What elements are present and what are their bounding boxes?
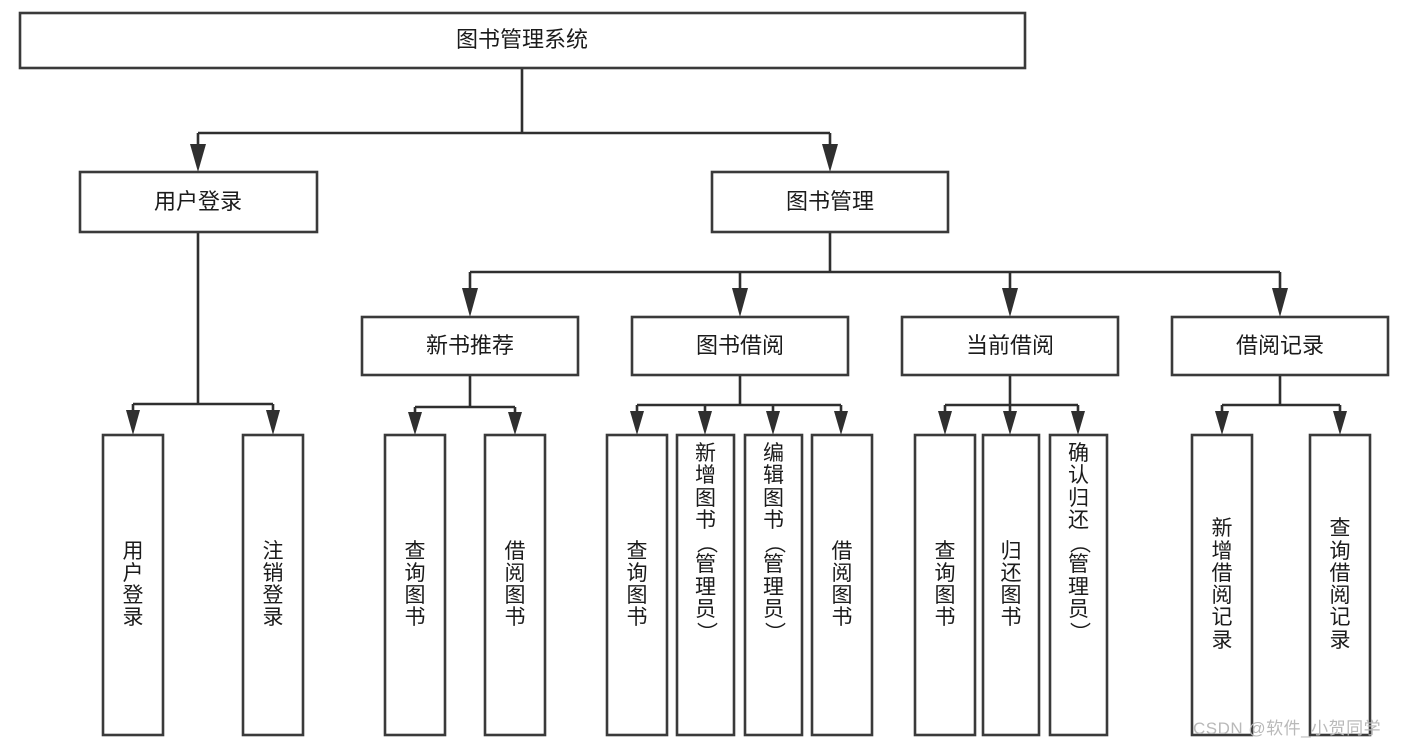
arrow-head-leaf-bb-1 <box>698 411 712 435</box>
arrow-head-user-login <box>190 144 206 172</box>
leaf-box-bb-0[interactable] <box>605 433 669 737</box>
leaf-box-user-login-1[interactable] <box>241 433 305 737</box>
connector-group-user-login <box>126 232 280 435</box>
node-user-login-box[interactable] <box>78 170 319 234</box>
connector-group-new-book-recommend <box>408 375 522 435</box>
node-new-book-recommend-label: 新书推荐 <box>426 333 514 358</box>
arrow-head-leaf-cb-2 <box>1071 411 1085 435</box>
node-root-box[interactable] <box>18 11 1027 70</box>
node-book-manage-box[interactable] <box>710 170 950 234</box>
leaf-box-bb-3[interactable] <box>810 433 874 737</box>
connector-group-book-borrow <box>630 375 848 435</box>
leaf-box-cb-1[interactable] <box>981 433 1041 737</box>
arrow-head-leaf-br-0 <box>1215 411 1229 435</box>
arrow-head-book-borrow <box>732 288 748 317</box>
node-borrow-record-box[interactable] <box>1170 315 1390 377</box>
leaf-box-bb-2[interactable] <box>743 433 804 737</box>
arrow-head-leaf-cb-1 <box>1003 411 1017 435</box>
connector-group-current-borrow <box>938 375 1085 435</box>
leaf-box-br-0[interactable] <box>1190 433 1254 737</box>
arrow-head-leaf-bb-0 <box>630 411 644 435</box>
node-borrow-record-label: 借阅记录 <box>1236 333 1324 358</box>
arrow-head-new-book-recommend <box>462 288 478 317</box>
leaf-box-br-1[interactable] <box>1308 433 1372 737</box>
node-current-borrow-box[interactable] <box>900 315 1120 377</box>
leaf-box-nbr-1[interactable] <box>483 433 547 737</box>
arrow-head-leaf-nbr-0 <box>408 412 422 435</box>
arrow-head-book-manage <box>822 144 838 172</box>
arrow-head-leaf-nbr-1 <box>508 412 522 435</box>
node-root-label: 图书管理系统 <box>456 27 588 52</box>
leaf-box-nbr-0[interactable] <box>383 433 447 737</box>
leaf-box-cb-2[interactable] <box>1048 433 1109 737</box>
arrow-head-leaf-bb-2 <box>766 411 780 435</box>
leaf-box-cb-0[interactable] <box>913 433 977 737</box>
leaf-box-user-login-0[interactable] <box>101 433 165 737</box>
connector-group-book-manage <box>462 232 1288 317</box>
arrow-head-leaf-br-1 <box>1333 411 1347 435</box>
connector-group-root <box>190 68 838 172</box>
leaf-box-bb-1[interactable] <box>675 433 736 737</box>
arrow-head-borrow-record <box>1272 288 1288 317</box>
connector-group-borrow-record <box>1215 375 1347 435</box>
node-user-login-label: 用户登录 <box>154 189 242 214</box>
node-new-book-recommend-box[interactable] <box>360 315 580 377</box>
node-book-borrow-label: 图书借阅 <box>696 333 784 358</box>
node-book-manage-label: 图书管理 <box>786 189 874 214</box>
arrow-head-current-borrow <box>1002 288 1018 317</box>
csdn-watermark: CSDN @软件_小贺同学 <box>1193 719 1382 738</box>
node-book-borrow-box[interactable] <box>630 315 850 377</box>
arrow-head-leaf-cb-0 <box>938 411 952 435</box>
arrow-head-leaf-user-login-1 <box>266 410 280 435</box>
arrow-head-leaf-bb-3 <box>834 411 848 435</box>
arrow-head-leaf-user-login-0 <box>126 410 140 435</box>
node-current-borrow-label: 当前借阅 <box>966 333 1054 358</box>
